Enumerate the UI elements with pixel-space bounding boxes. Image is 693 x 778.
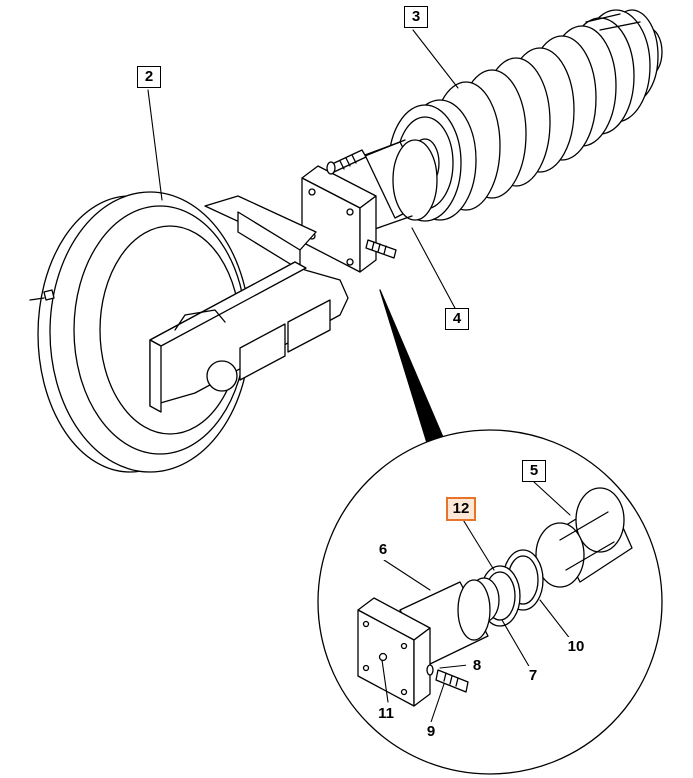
detail-cylinder: [357, 579, 491, 707]
callout-10: 10: [562, 637, 590, 657]
callout-4: 4: [445, 308, 469, 330]
callout-5: 5: [522, 460, 546, 482]
callout-2: 2: [137, 66, 161, 88]
leader-lines: [147, 29, 572, 726]
bleed-bolt: [426, 664, 469, 693]
piston: [535, 487, 633, 588]
mounting-plate: [301, 149, 397, 273]
callout-9: 9: [420, 722, 442, 742]
tension-cylinder: [359, 139, 438, 231]
callout-3: 3: [404, 6, 428, 28]
callout-7: 7: [522, 666, 544, 686]
idler-wheel: [29, 191, 251, 473]
callout-8: 8: [466, 656, 488, 676]
callout-11: 11: [372, 704, 400, 724]
idler-yoke: [149, 195, 349, 413]
detail-pointer: [379, 289, 446, 447]
callout-12: 12: [446, 497, 476, 521]
recoil-spring: [388, 9, 663, 222]
callout-6: 6: [372, 540, 394, 560]
